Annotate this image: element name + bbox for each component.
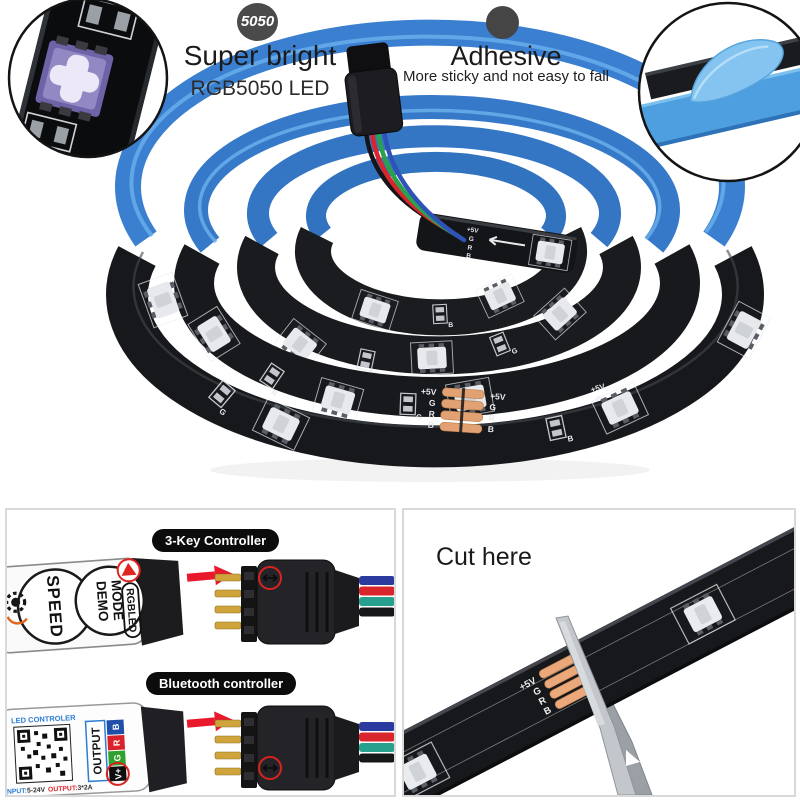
strip-end-pin-labels: +5V G R B [466,226,480,260]
male-pins-1 [214,573,242,630]
led-strip-cut: +5V G R B [404,510,794,795]
svg-text:G: G [489,402,497,412]
resistor-label: B [448,322,453,329]
band0-details: G B +5V G R B +5V G R B [137,271,772,451]
female-connector-2 [241,705,394,791]
female-connector-1 [241,559,394,645]
connector-cable [363,127,467,243]
svg-text:R: R [467,244,473,252]
qr-code [13,723,74,784]
bluetooth-controller-label: Bluetooth controller [146,672,297,695]
resistor-label: B [567,434,575,444]
four-pin-plug [344,42,404,137]
three-key-controller-label: 3-Key Controller [152,529,280,552]
svg-text:B: B [466,252,472,260]
coil-black-bands: B R G R G [106,227,772,468]
svg-text:R: R [111,739,121,747]
resistor-label: R [269,388,279,399]
led-strip-coil: B R G R G [106,19,772,482]
svg-text:V+: V+ [113,768,124,780]
controllers-art: SPEED MODE DEMO RGBLED [7,557,394,795]
bright-subtitle: RGB5050 LED [190,77,330,100]
cut-here-panel: +5V G R B Cut here [402,508,796,797]
bright-title: Super bright [183,40,337,71]
svg-text:G: G [532,685,544,698]
svg-text:G: G [468,236,474,244]
coil-solder-pads: +5V G R B +5V G R B [421,386,506,435]
controller-plug-end [131,558,184,646]
svg-text:G: G [595,394,603,404]
bt-device-title: LED CONTROLER [11,713,77,725]
cut-here-art: +5V G R B [404,510,794,795]
resistor-label: G [510,346,519,357]
scissors-pivot-highlight [626,750,640,766]
brand-label: RGBLED [123,588,138,633]
strip-end-segment: +5V G R B [416,213,578,273]
svg-text:B: B [542,705,553,718]
scissors [555,615,640,795]
svg-text:+5V: +5V [466,226,479,235]
three-key-controller-device: SPEED MODE DEMO RGBLED [7,557,184,654]
resistor-label: G [217,407,228,418]
led-closeup-inset [7,0,169,159]
male-pins-2 [214,719,242,776]
brand-logo-badge [116,558,141,583]
svg-text:B: B [488,424,495,434]
polarity-mark-1 [258,566,282,590]
connector-wires-2 [359,722,394,763]
mode-demo-label: MODE DEMO [93,579,126,621]
connector-wires-1 [359,576,394,617]
svg-text:DEMO: DEMO [93,581,111,622]
polarity-mark-2 [258,756,282,780]
svg-text:R: R [488,413,495,423]
svg-text:R: R [428,409,435,419]
bt-pinout-blocks: B R G V+ [105,719,130,786]
svg-text:B: B [428,420,435,430]
svg-text:+5V: +5V [421,386,437,397]
coil-shadow [210,458,650,482]
bt-output-label: OUTPUT [90,727,104,775]
peeled-flap [689,39,784,103]
cut-solder-pads: +5V G R B [518,653,594,718]
adhesive-subtitle: More sticky and not easy to fall [403,68,609,85]
polarity-mark-v [105,761,130,786]
svg-text:+5V: +5V [590,382,607,395]
svg-text:B: B [111,723,121,731]
controllers-panel: SPEED MODE DEMO RGBLED [5,508,396,797]
svg-text:R: R [537,695,548,708]
band3-details: B [351,273,525,332]
cut-pad-labels: +5V G R B [518,675,554,718]
cut-here-title: Cut here [436,543,532,571]
speed-button-label: SPEED [43,575,66,639]
gear-icon [7,591,28,625]
resistor-label: G [416,412,422,421]
adhesive-dot-icon [486,6,519,39]
led-chip-closeup [35,35,114,122]
chip-size-badge: 5050 [237,3,278,41]
svg-text:G: G [112,754,122,762]
svg-text:+5V: +5V [490,391,506,402]
adhesive-tape [639,57,800,156]
bluetooth-controller-device: LED CONTROLER [7,702,187,795]
adhesive-title: Adhesive [450,41,562,71]
adhesive-inset [637,1,800,183]
direction-arrow-left [488,235,526,247]
bt-plug-end [140,706,187,793]
svg-text:G: G [429,398,437,408]
